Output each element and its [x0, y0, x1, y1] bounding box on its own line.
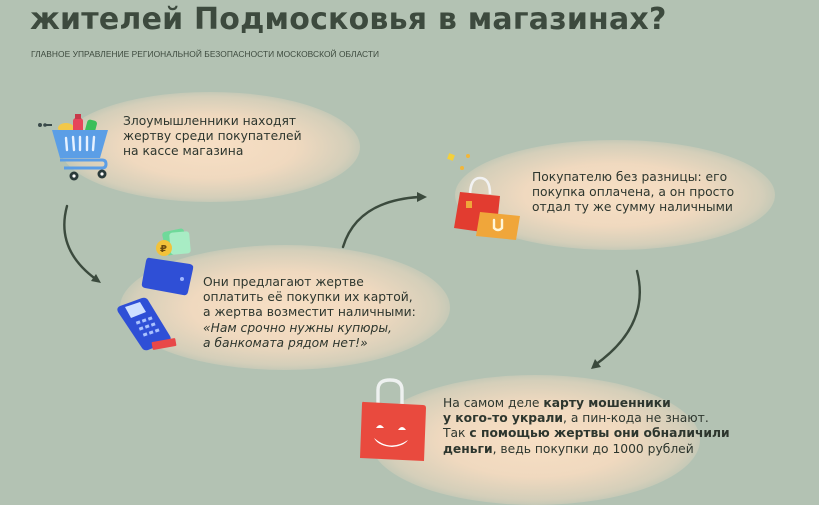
step-4-line-1: На самом деле карту мошенники	[443, 396, 730, 411]
step-1-text: Злоумышленники находят жертву среди поку…	[123, 114, 302, 160]
arrow-step3-to-step4	[591, 269, 641, 369]
step-4-line-2: у кого-то украли, а пин-кода не знают.	[443, 411, 730, 426]
text-regular: На самом деле	[443, 396, 544, 410]
arrow-step2-to-step3	[341, 192, 427, 249]
text-regular: , а пин-кода не знают.	[563, 411, 709, 426]
step-3-text: Покупателю без разницы: его покупка опла…	[532, 170, 734, 216]
step-2-text: Они предлагают жертве оплатить её покупк…	[203, 275, 416, 351]
text-bold: с помощью жертвы они обналичили	[469, 426, 730, 441]
page-title: жителей Подмосковья в магазинах?	[30, 2, 667, 37]
step-2-quote-line: а банкомата рядом нет!»	[203, 335, 368, 350]
step-1-highlight	[60, 92, 360, 202]
svg-text:₽: ₽	[160, 244, 167, 255]
text-bold: у кого-то украли	[443, 411, 564, 426]
step-2-line: Они предлагают жертве	[203, 275, 364, 289]
text-regular: Так	[443, 426, 470, 441]
step-1-line: Злоумышленники находят	[123, 114, 297, 128]
smiling-shopping-bag-icon	[356, 378, 432, 461]
arrow-step1-to-step2	[63, 204, 101, 283]
shopping-cart-icon	[36, 112, 116, 184]
step-4-line-4: деньги, ведь покупки до 1000 рублей	[443, 442, 730, 457]
step-2-line: оплатить её покупки их картой,	[203, 290, 413, 305]
step-1-line: на кассе магазина	[123, 144, 244, 159]
page-subtitle: ГЛАВНОЕ УПРАВЛЕНИЕ РЕГИОНАЛЬНОЙ БЕЗОПАСН…	[31, 49, 380, 59]
shopping-bags-icon	[446, 152, 526, 244]
step-3-line: покупка оплачена, а он просто	[532, 185, 735, 200]
step-4-text: На самом деле карту мошенники у кого-то …	[443, 396, 730, 457]
text-bold: карту мошенники	[543, 396, 671, 410]
step-3-line: Покупателю без разницы: его	[532, 170, 728, 184]
text-regular: , ведь покупки до 1000 рублей	[492, 441, 694, 456]
step-1-line: жертву среди покупателей	[123, 129, 302, 144]
step-4-line-3: Так с помощью жертвы они обналичили	[443, 426, 730, 441]
step-2-line: а жертва возместит наличными:	[203, 305, 416, 320]
text-bold: деньги	[443, 441, 493, 456]
step-2-quote-line: «Нам срочно нужны купюры,	[203, 320, 392, 335]
step-3-line: отдал ту же сумму наличными	[532, 200, 733, 215]
wallet-and-card-terminal-icon: ₽	[112, 228, 208, 352]
